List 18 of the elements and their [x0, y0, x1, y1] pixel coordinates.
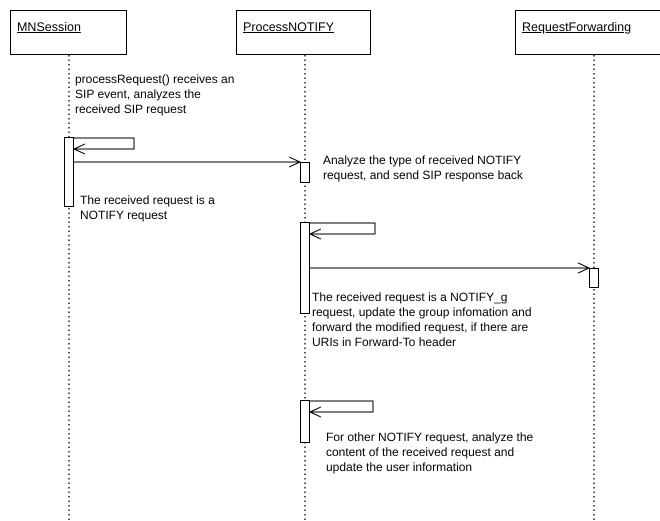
note-text: The received request is a NOTIFY_g request, update the group infomation and forward the modified request, if there are URIs in Forward-To header — [312, 290, 532, 350]
note-text: For other NOTIFY request, analyze the content of the received request and update the user information — [326, 430, 534, 475]
note-text: processRequest() receives an SIP event, analyzes the received SIP request — [75, 72, 236, 117]
object-box: MNSession — [10, 10, 127, 55]
activation-bar — [64, 137, 74, 207]
activation-bar — [300, 222, 310, 314]
activation-bar — [589, 268, 599, 288]
message-arrow — [74, 156, 300, 168]
note-text: Analyze the type of received NOTIFY request, and send SIP response back — [323, 153, 524, 183]
self-message-arrow — [310, 222, 376, 240]
self-message-arrow — [74, 138, 134, 154]
object-box: RequestForwarding — [515, 10, 660, 55]
activation-bar — [300, 400, 310, 443]
activation-bar — [300, 162, 310, 183]
object-box: ProcessNOTIFY — [236, 10, 371, 55]
note-text: The received request is a NOTIFY request — [80, 193, 216, 223]
message-arrow — [310, 262, 590, 274]
self-message-arrow — [310, 400, 374, 418]
